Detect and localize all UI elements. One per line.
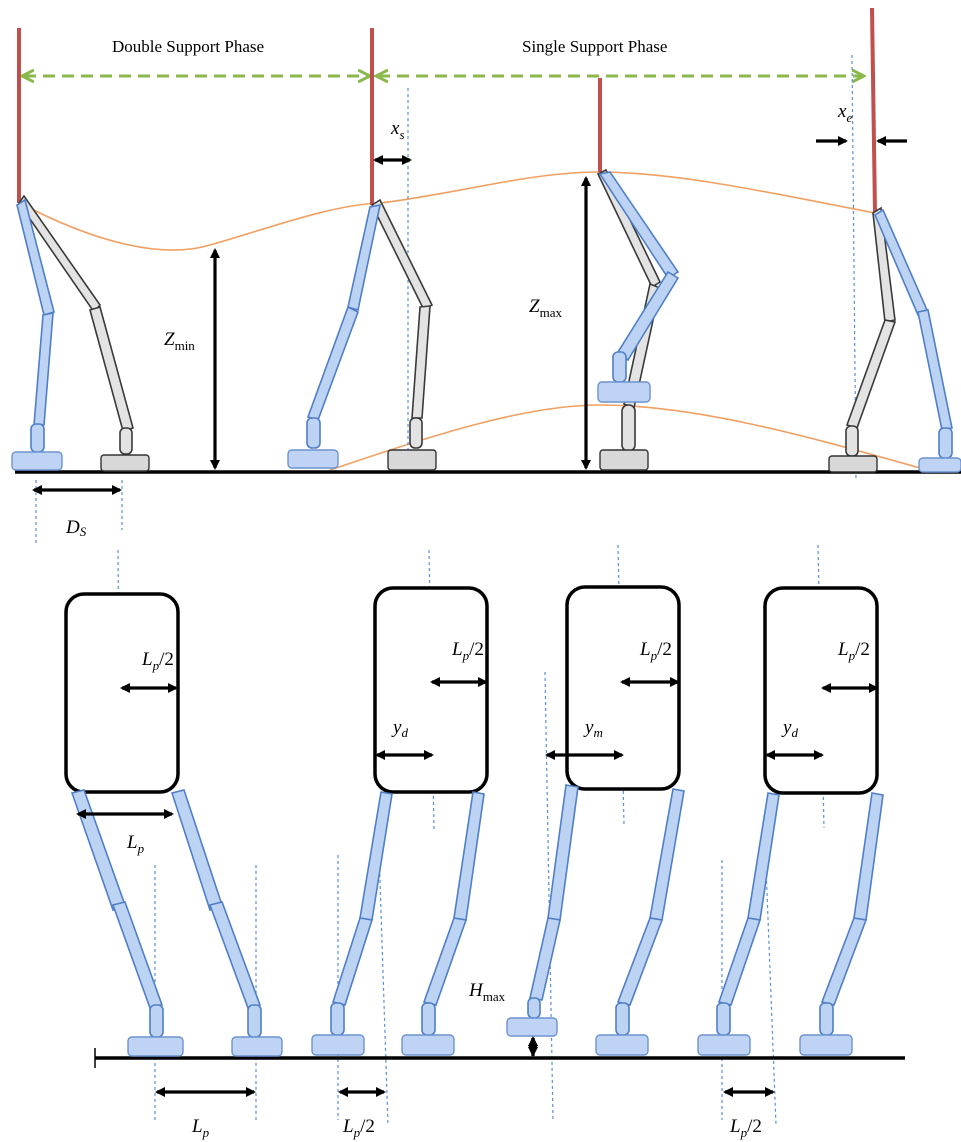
left-foot — [127, 1036, 184, 1057]
lp-half-bottom-label-2: Lp/2 — [729, 1116, 762, 1140]
foot — [828, 455, 878, 473]
shank-link — [616, 270, 680, 362]
foot — [599, 449, 649, 471]
right-foot — [401, 1034, 455, 1056]
thigh-link — [18, 194, 102, 314]
thigh-link — [347, 203, 382, 312]
left-thigh — [547, 784, 579, 921]
right-shank — [820, 917, 868, 1006]
hmax-label: Hmax — [468, 980, 506, 1004]
right-foot — [799, 1034, 853, 1056]
ds-label: DS — [65, 517, 87, 539]
com-trajectory — [19, 171, 876, 251]
right-thigh — [649, 788, 685, 921]
lp-half-label-3: Lp/2 — [639, 639, 672, 663]
left-shank — [717, 917, 762, 1006]
right-thigh — [453, 791, 485, 921]
single-support-label: Single Support Phase — [522, 37, 667, 56]
foot — [918, 457, 961, 473]
right-thigh — [170, 789, 223, 912]
thigh-link — [16, 198, 55, 317]
left-foot — [697, 1034, 751, 1056]
robot-2 — [287, 28, 437, 471]
robot-body — [763, 586, 879, 795]
robot-body — [373, 586, 489, 794]
right-ankle — [615, 1002, 630, 1036]
ankle-link — [30, 423, 45, 453]
right-shank — [616, 917, 664, 1006]
robot-3 — [596, 78, 680, 471]
right-thigh — [853, 792, 884, 921]
left-ankle — [716, 1002, 731, 1036]
foot — [387, 449, 437, 471]
right-ankle — [421, 1002, 436, 1036]
left-shank — [331, 917, 374, 1006]
double-support-label: Double Support Phase — [112, 37, 264, 56]
torso-link — [870, 7, 877, 214]
lp-half-label-4: Lp/2 — [837, 639, 870, 663]
left-foot — [311, 1034, 365, 1056]
yd-label-2: yd — [781, 717, 798, 740]
frontal-robot-2 — [311, 586, 489, 1056]
right-foot — [231, 1036, 283, 1057]
ankle-link — [612, 351, 627, 383]
right-shank — [422, 917, 468, 1006]
lp-bottom-label: Lp — [191, 1116, 210, 1140]
foot — [100, 454, 150, 472]
swing-foot — [506, 1017, 558, 1037]
right-foot — [595, 1034, 649, 1056]
right-ankle — [247, 1004, 262, 1038]
left-ankle — [527, 997, 541, 1019]
left-shank — [111, 901, 164, 1009]
thigh-link — [596, 168, 662, 289]
ankle-link — [119, 427, 133, 455]
shank-link — [411, 305, 431, 419]
shank-link — [917, 309, 953, 431]
swing-foot — [597, 381, 651, 403]
robot-1 — [11, 28, 150, 472]
frontal-robot-1 — [64, 592, 283, 1057]
frontal-robot-3 — [506, 585, 685, 1056]
ym-label: ym — [583, 717, 603, 740]
zmax-label: Zmax — [529, 296, 562, 320]
ankle-link — [845, 425, 859, 457]
guide-line — [763, 814, 777, 1126]
lp-half-bottom-label-1: Lp/2 — [342, 1116, 375, 1140]
sagittal-view: Double Support Phase Single Support Phas… — [11, 7, 961, 545]
left-thigh — [70, 789, 127, 912]
foot — [287, 449, 339, 469]
left-shank — [529, 917, 561, 1001]
ankle-link — [621, 404, 636, 452]
shank-link — [306, 305, 359, 421]
robot-4 — [828, 7, 961, 473]
robot-body — [64, 592, 180, 794]
left-thigh — [359, 791, 393, 921]
thigh-link — [598, 171, 680, 280]
ankle-link — [409, 417, 423, 449]
foot — [11, 451, 63, 471]
lp-half-label-2: Lp/2 — [451, 639, 484, 663]
shank-link — [89, 305, 134, 433]
xe-label: xe — [837, 101, 852, 125]
yd-label-1: yd — [391, 717, 408, 740]
lp-top-label: Lp — [126, 832, 145, 856]
right-shank — [208, 901, 262, 1009]
right-ankle — [819, 1002, 834, 1036]
lp-half-label-1: Lp/2 — [141, 649, 174, 673]
ankle-link — [306, 417, 321, 449]
shank-link — [845, 319, 897, 429]
ankle-link — [938, 427, 953, 459]
xs-label: xs — [390, 118, 405, 142]
robot-body — [565, 585, 681, 791]
guide-line — [544, 671, 554, 1121]
thigh-link — [872, 206, 896, 323]
left-thigh — [747, 792, 780, 921]
left-ankle — [149, 1004, 164, 1038]
frontal-view: Lp/2 Lp/2 Lp/2 Lp/2 Lp yd ym yd Hmax Lp … — [64, 544, 905, 1140]
shank-link — [33, 312, 54, 426]
left-ankle — [330, 1002, 345, 1036]
zmin-label: Zmin — [164, 329, 195, 353]
thigh-link — [370, 198, 434, 312]
